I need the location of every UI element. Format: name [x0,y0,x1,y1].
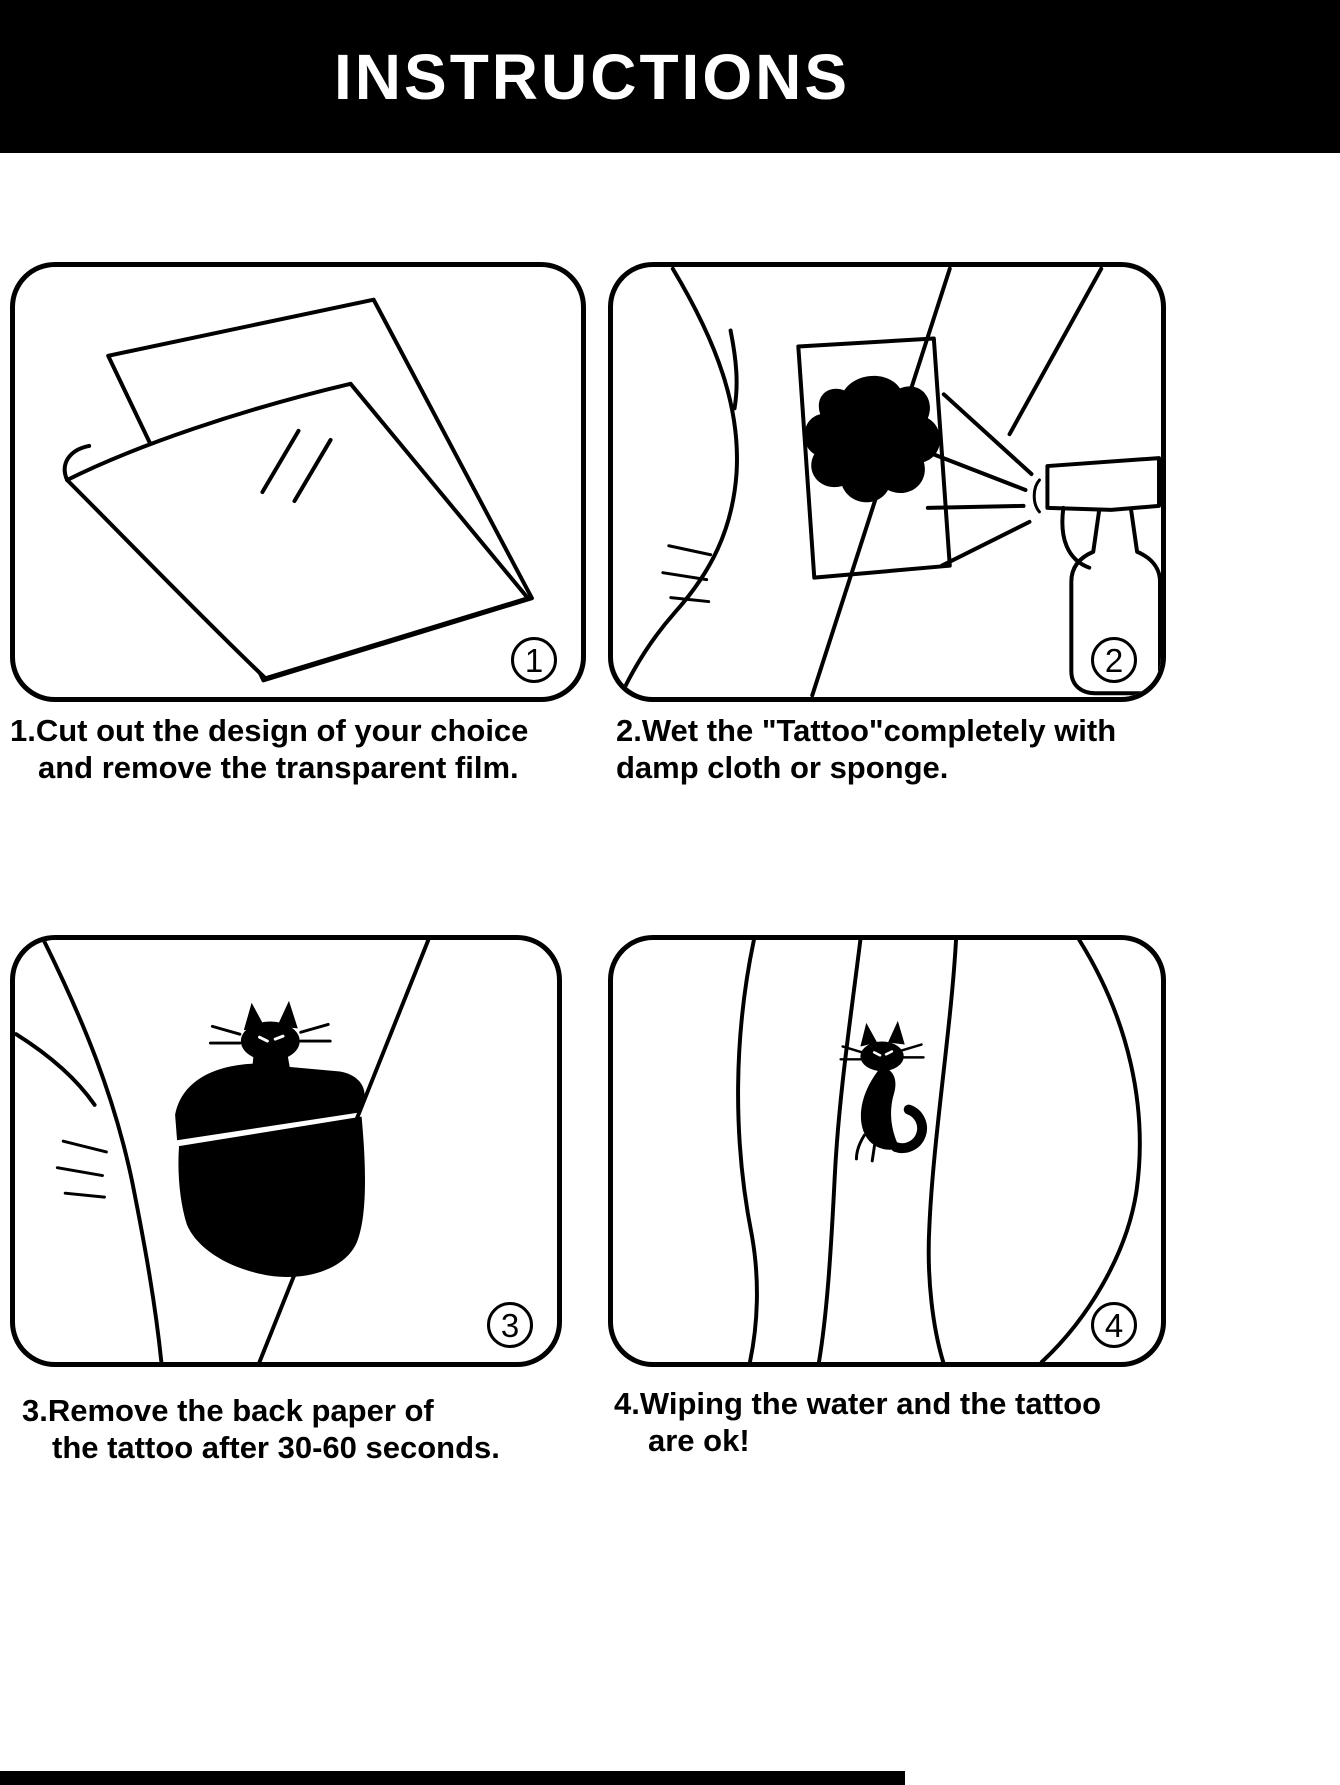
cat-head [240,1021,300,1061]
step-4-number-badge: 4 [1091,1302,1137,1348]
skin-hair-strokes [55,1139,108,1199]
spray-bottle-head [1045,456,1161,512]
step-number: 2 [1104,641,1124,679]
arm-tattoo-sprayed-with-spray-bottle-icon [618,267,1161,697]
film-shine-line [260,428,301,495]
back-paper-fold [175,1063,365,1141]
cat-tail-curl [890,1104,927,1154]
spray-bottle-body [1069,507,1161,696]
cat-whiskers [208,1022,332,1045]
spray-bottle-trigger [1060,505,1092,570]
shoulder-fold-line [15,1032,97,1107]
leg-inner-line [816,940,863,1362]
cat-eyes [872,1050,894,1057]
tattoo-paper-patch [796,336,952,580]
step-3-number-badge: 3 [487,1302,533,1348]
cat-body [860,1068,900,1150]
step-3-panel: 3 [10,935,562,1367]
tattoo-ink-blob [804,375,941,503]
caption-line: 2.Wet the "Tattoo"completely with [616,713,1117,748]
page-title: INSTRUCTIONS [334,40,850,113]
caption-line: and remove the transparent film. [38,750,519,786]
spray-nozzle-arc [1032,478,1041,514]
caption-line: damp cloth or sponge. [616,750,949,786]
transparent-film-shape [65,381,530,681]
cat-front-legs [854,1133,877,1163]
film-curl-line [62,443,92,482]
step-1-panel: 1 [10,262,586,702]
film-shine-line [292,437,333,504]
step-number: 3 [500,1306,520,1344]
cat-head [860,1041,904,1072]
arm-contour-line [41,940,164,1362]
arm-muscle-line [728,328,739,411]
step-3-caption: 3.Remove the back paper of the tattoo af… [22,1392,500,1466]
step-4-caption: 4.Wiping the water and the tattoo are ok… [614,1385,1101,1459]
step-1-caption: 1.Cut out the design of your choice and … [10,712,528,786]
step-2-number-badge: 2 [1091,637,1137,683]
caption-line: the tattoo after 30-60 seconds. [52,1430,500,1466]
step-4-panel: 4 [608,935,1166,1367]
skin-hair-strokes [661,544,713,604]
caption-line: 1.Cut out the design of your choice [10,713,529,748]
spray-mist-lines [925,392,1034,568]
peeling-back-paper-revealing-cat-tattoo-icon [15,940,431,1362]
caption-line: 3.Remove the back paper of [22,1393,434,1428]
header-bar: INSTRUCTIONS [0,0,1340,153]
caption-line: 4.Wiping the water and the tattoo [614,1386,1102,1421]
shoulder-contour-line [618,267,739,697]
cat-ear-right [277,1000,298,1029]
step-2-caption: 2.Wet the "Tattoo"completely with damp c… [616,712,1116,786]
finished-cat-tattoo-on-leg-icon [736,940,1142,1362]
leg-contour-line [736,940,759,1362]
sheet-with-transparent-film-peeled-icon [62,297,534,683]
step-number: 1 [524,641,544,679]
leg-contour-line-2 [926,940,958,1362]
step-number: 4 [1104,1306,1124,1344]
bottom-divider-bar [0,1771,905,1785]
cat-ear-right [887,1020,905,1045]
hip-contour-line [1039,940,1142,1362]
back-paper-body [178,1116,365,1277]
step-2-panel: 2 [608,262,1166,702]
second-arm-line [1007,267,1104,437]
cat-ear-left [860,1022,878,1047]
cat-eyes [258,1034,285,1043]
caption-line: are ok! [648,1423,750,1459]
cat-whiskers [839,1043,925,1061]
step-1-number-badge: 1 [511,637,557,683]
